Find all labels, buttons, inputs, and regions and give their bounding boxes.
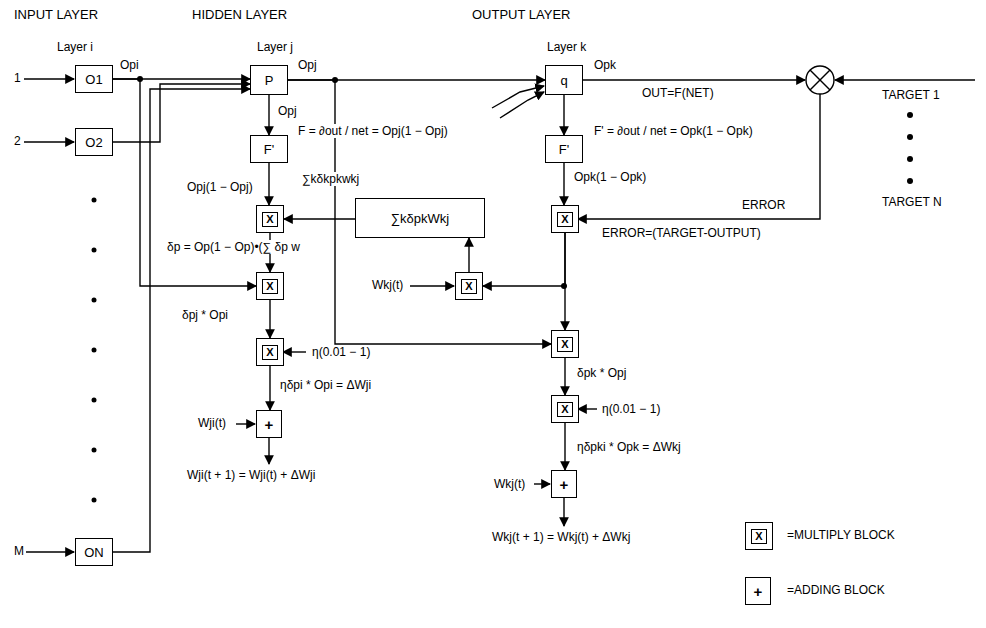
multiply-block: X bbox=[256, 272, 284, 300]
adding-block: + bbox=[256, 410, 282, 438]
connector bbox=[468, 238, 469, 272]
layer-heading: OUTPUT LAYER bbox=[470, 8, 572, 22]
connector bbox=[564, 423, 565, 470]
layer-heading: HIDDEN LAYER bbox=[190, 8, 289, 22]
connector bbox=[284, 218, 355, 219]
formula-label: ERROR=(TARGET-OUTPUT) bbox=[600, 226, 763, 240]
formula-label: η(0.01 − 1) bbox=[310, 345, 372, 359]
formula-label: Layer j bbox=[255, 40, 295, 54]
node-text: X bbox=[262, 279, 277, 294]
formula-label: Opj bbox=[276, 104, 299, 118]
node-text: + bbox=[754, 583, 763, 600]
formula-label: δpk * Opj bbox=[575, 366, 628, 380]
node-text: X bbox=[557, 212, 572, 227]
formula-label: Opi bbox=[118, 58, 141, 72]
multiply-block: X bbox=[551, 205, 579, 233]
connector bbox=[483, 233, 565, 286]
formula-label: Opj(1 − Opj) bbox=[185, 180, 255, 194]
node-text: ∑kδpkWkj bbox=[391, 211, 449, 226]
connector bbox=[268, 95, 269, 135]
formula-label: M bbox=[12, 544, 26, 558]
connector bbox=[113, 84, 250, 142]
derivative-box: F' bbox=[250, 135, 288, 163]
formula-label: Opj bbox=[296, 58, 319, 72]
multiply-block: X bbox=[256, 338, 284, 366]
neuron-box: O1 bbox=[75, 65, 113, 93]
connector bbox=[288, 80, 551, 344]
formula-label: Wji(t + 1) = Wji(t) + ΔWji bbox=[185, 468, 317, 482]
adding-block: + bbox=[551, 470, 577, 498]
node-text: O2 bbox=[85, 135, 102, 150]
formula-label: ∑kδkpkwkj bbox=[300, 172, 361, 186]
formula-label: Wkj(t + 1) = Wkj(t) + ΔWkj bbox=[490, 530, 632, 544]
formula-label: η(0.01 − 1) bbox=[600, 402, 662, 416]
multiply-block: X bbox=[256, 205, 284, 233]
formula-label: Layer k bbox=[545, 40, 588, 54]
node-text: F' bbox=[559, 142, 569, 157]
node-text: O1 bbox=[85, 72, 102, 87]
node-text: P bbox=[265, 73, 274, 88]
formula-label: ηδpki * Opk = ΔWkj bbox=[575, 440, 683, 454]
neuron-box: ON bbox=[75, 538, 113, 566]
derivative-box: F' bbox=[545, 135, 583, 163]
connector bbox=[564, 358, 565, 395]
node-text: X bbox=[751, 529, 766, 544]
node-text: X bbox=[262, 345, 277, 360]
neuron-box: O2 bbox=[75, 128, 113, 156]
formula-label: ERROR bbox=[740, 198, 787, 212]
formula-label: F = ∂out / net = Opj(1 − Opj) bbox=[296, 124, 450, 138]
connector bbox=[113, 89, 250, 552]
node-text: X bbox=[557, 337, 572, 352]
connector bbox=[113, 79, 256, 286]
formula-label: δpj * Opi bbox=[180, 308, 230, 322]
formula-label: Wji(t) bbox=[196, 416, 228, 430]
formula-label: F' = ∂out / net = Opk(1 − Opk) bbox=[592, 124, 755, 138]
formula-label: ηδpi * Opi = ΔWji bbox=[278, 378, 373, 392]
node-text: ON bbox=[84, 545, 104, 560]
formula-label: Opk bbox=[592, 58, 618, 72]
legend-text: =ADDING BLOCK bbox=[785, 583, 887, 597]
formula-label: 2 bbox=[12, 134, 23, 148]
multiply-block: X bbox=[455, 272, 483, 300]
legend-text: =MULTIPLY BLOCK bbox=[785, 528, 897, 542]
connector bbox=[269, 366, 270, 410]
connector bbox=[563, 163, 564, 205]
node-text: q bbox=[560, 73, 567, 88]
connector bbox=[564, 233, 565, 330]
formula-label: Wkj(t) bbox=[370, 278, 405, 292]
multiply-block: X bbox=[551, 330, 579, 358]
node-text: X bbox=[461, 279, 476, 294]
formula-label: TARGET 1 bbox=[880, 88, 942, 102]
formula-label: Layer i bbox=[55, 40, 95, 54]
node-text: X bbox=[262, 212, 277, 227]
formula-label: Opk(1 − Opk) bbox=[572, 170, 648, 184]
neuron-box: P bbox=[250, 65, 288, 95]
formula-label: TARGET N bbox=[880, 195, 944, 209]
node-text: F' bbox=[264, 142, 274, 157]
formula-label: 1 bbox=[12, 71, 23, 85]
summation-box: ∑kδpkWkj bbox=[355, 198, 485, 238]
connector bbox=[563, 95, 564, 135]
node-text: + bbox=[265, 416, 274, 433]
multiply-block: X bbox=[551, 395, 579, 423]
node-text: X bbox=[557, 402, 572, 417]
connector bbox=[269, 300, 270, 338]
formula-label: Wkj(t) bbox=[492, 477, 527, 491]
connector bbox=[268, 163, 269, 205]
formula-label: δp = Op(1 − Op)•(∑ δp w bbox=[165, 240, 302, 254]
node-text: + bbox=[560, 476, 569, 493]
layer-heading: INPUT LAYER bbox=[12, 8, 100, 22]
multiply-block: X bbox=[745, 522, 773, 550]
formula-label: OUT=F(NET) bbox=[640, 86, 716, 100]
adding-block: + bbox=[745, 577, 771, 605]
neuron-box: q bbox=[545, 65, 583, 95]
